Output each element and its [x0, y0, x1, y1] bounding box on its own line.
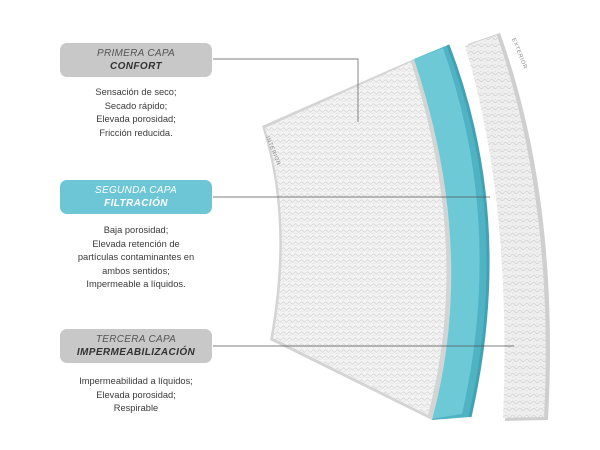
feature-item: Respirable	[113, 403, 159, 413]
third-layer-features: Impermeabilidad a líquidos; Elevada poro…	[60, 375, 212, 416]
feature-item: Elevada porosidad;	[96, 114, 176, 124]
exterior-label: EXTERIOR	[510, 38, 528, 71]
second-layer-title: SEGUNDA CAPA	[95, 185, 177, 196]
feature-item: ambos sentidos;	[102, 265, 170, 276]
first-layer-label: PRIMERA CAPA CONFORT	[60, 43, 212, 77]
feature-item: Fricción reducida.	[99, 127, 173, 138]
feature-item: Impermeable a líquidos.	[86, 279, 186, 289]
third-layer-label: TERCERA CAPA IMPERMEABILIZACIÓN	[60, 329, 212, 363]
first-layer-features: Sensación de seco; Secado rápido; Elevad…	[60, 86, 212, 140]
feature-item: Elevada retención de	[92, 238, 180, 249]
inner-layer-fabric	[262, 59, 452, 420]
outer-layer-fabric	[465, 33, 550, 421]
feature-item: Secado rápido;	[104, 100, 168, 111]
second-layer-label: SEGUNDA CAPA FILTRACIÓN	[60, 180, 212, 214]
connector-lines	[213, 58, 514, 347]
feature-item: Impermeabilidad a líquidos;	[79, 376, 193, 386]
third-layer-title: TERCERA CAPA	[95, 334, 177, 345]
first-layer-name: CONFORT	[109, 61, 163, 72]
second-layer-name: FILTRACIÓN	[104, 198, 168, 209]
feature-item: Elevada porosidad;	[96, 389, 176, 400]
third-layer-name: IMPERMEABILIZACIÓN	[76, 347, 196, 358]
first-layer-title: PRIMERA CAPA	[96, 48, 176, 59]
feature-item: Sensación de seco;	[95, 87, 177, 97]
feature-item: partículas contaminantes en	[77, 252, 195, 262]
connector-line-1	[213, 58, 359, 122]
feature-item: Baja porosidad;	[103, 225, 169, 235]
second-layer-features: Baja porosidad; Elevada retención de par…	[60, 224, 212, 292]
